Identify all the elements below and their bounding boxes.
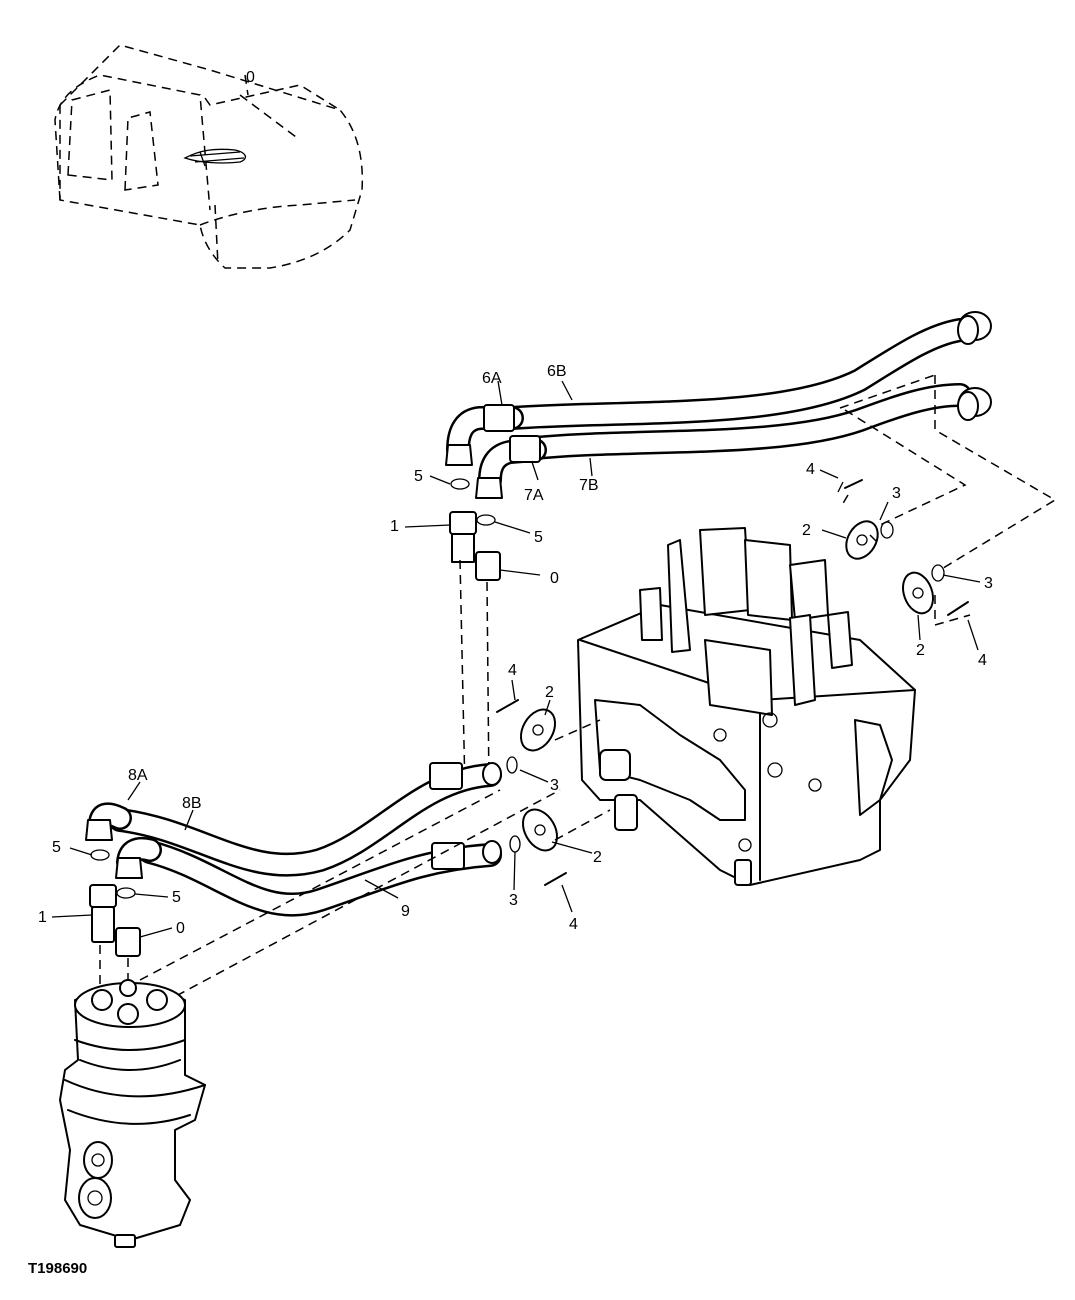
callout-9: 9	[401, 903, 410, 920]
machine-locator-inset: 0	[54, 44, 364, 269]
callout-6a: 6A	[482, 370, 502, 387]
upper-fitting-group	[449, 478, 501, 791]
callout-4-right: 4	[978, 652, 987, 669]
callout-1-lower: 1	[38, 909, 47, 926]
callout-4-middle: 4	[508, 662, 517, 679]
hose-9	[115, 836, 502, 917]
control-valve	[577, 527, 916, 886]
callout-5-upper-b: 5	[534, 529, 543, 546]
callout-7a: 7A	[524, 487, 544, 504]
callout-0-lower: 0	[176, 920, 185, 937]
callout-3-top: 3	[892, 485, 901, 502]
callout-labels: 6A 6B 7A 7B 5 1 5 0 4 3 2 3 2 4 4 2 3 2 …	[38, 363, 993, 937]
callout-4-lower: 4	[569, 916, 578, 933]
callout-2-lower: 2	[593, 849, 602, 866]
callout-4-top: 4	[806, 461, 815, 478]
valve-port-hardware	[496, 374, 1057, 886]
figure-id: T198690	[28, 1260, 87, 1277]
callout-3-middle: 3	[550, 777, 559, 794]
callout-2-top: 2	[802, 522, 811, 539]
callout-5-upper-a: 5	[414, 468, 423, 485]
callout-1-upper: 1	[390, 518, 399, 535]
callout-8b: 8B	[182, 795, 202, 812]
callout-8a: 8A	[128, 767, 148, 784]
hose-6	[445, 311, 992, 466]
callout-3-right: 3	[984, 575, 993, 592]
callout-3-lower: 3	[509, 892, 518, 909]
center-joint	[59, 979, 206, 1248]
callout-2-middle: 2	[545, 684, 554, 701]
inset-marker-label: 0	[246, 69, 255, 86]
lower-fitting-group	[89, 789, 561, 1011]
callout-6b: 6B	[547, 363, 567, 380]
hose-8	[85, 762, 502, 877]
callout-7b: 7B	[579, 477, 599, 494]
callout-2-right: 2	[916, 642, 925, 659]
callout-5-lower-b: 5	[172, 889, 181, 906]
callout-leaders	[51, 380, 981, 938]
callout-5-lower-a: 5	[52, 839, 61, 856]
callout-0-upper: 0	[550, 570, 559, 587]
hose-7	[475, 383, 992, 499]
